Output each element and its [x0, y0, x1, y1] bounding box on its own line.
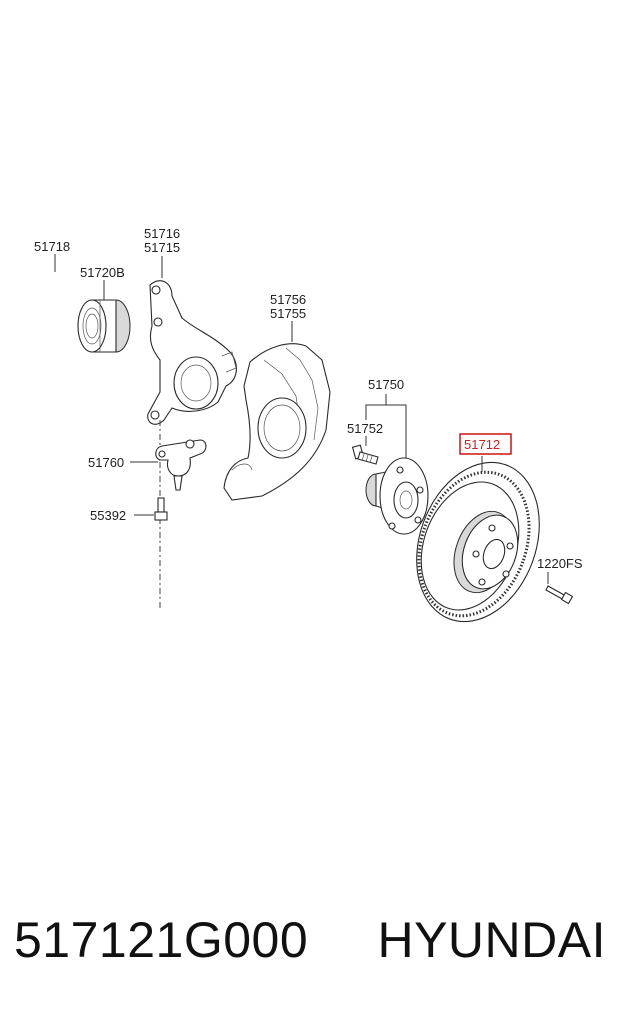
brake-disc-part	[416, 461, 540, 623]
callout-51755: 51755	[270, 306, 306, 321]
steering-knuckle-part	[147, 280, 237, 425]
callout-51712-highlight	[459, 433, 512, 455]
footer: 517121G000 HYUNDAI	[0, 905, 620, 975]
callout-51718: 51718	[34, 239, 70, 254]
wheel-bearing-part	[77, 299, 131, 353]
callout-51752: 51752	[347, 421, 383, 436]
brand-text: HYUNDAI	[377, 912, 606, 968]
callout-51715: 51715	[144, 240, 180, 255]
callout-55392: 55392	[90, 508, 126, 523]
dust-cover-part	[223, 343, 331, 501]
callout-1220fs: 1220FS	[537, 556, 583, 571]
callout-51712: 51712	[464, 437, 500, 452]
callout-51720b: 51720B	[80, 265, 125, 280]
bolt-55392-part	[154, 497, 168, 521]
wheel-hub-part	[365, 457, 429, 535]
disc-screw-part	[545, 585, 574, 605]
ball-joint-part	[155, 439, 207, 491]
callout-51756: 51756	[270, 292, 306, 307]
callout-51750: 51750	[368, 377, 404, 392]
snap-ring-part	[25, 281, 67, 321]
hub-bolt-part	[351, 444, 379, 465]
callout-51716: 51716	[144, 226, 180, 241]
parts-diagram: 51718 51720B 51716 51715 51760 55392	[25, 226, 583, 623]
part-number-text: 517121G000	[14, 912, 309, 968]
callout-51760: 51760	[88, 455, 124, 470]
